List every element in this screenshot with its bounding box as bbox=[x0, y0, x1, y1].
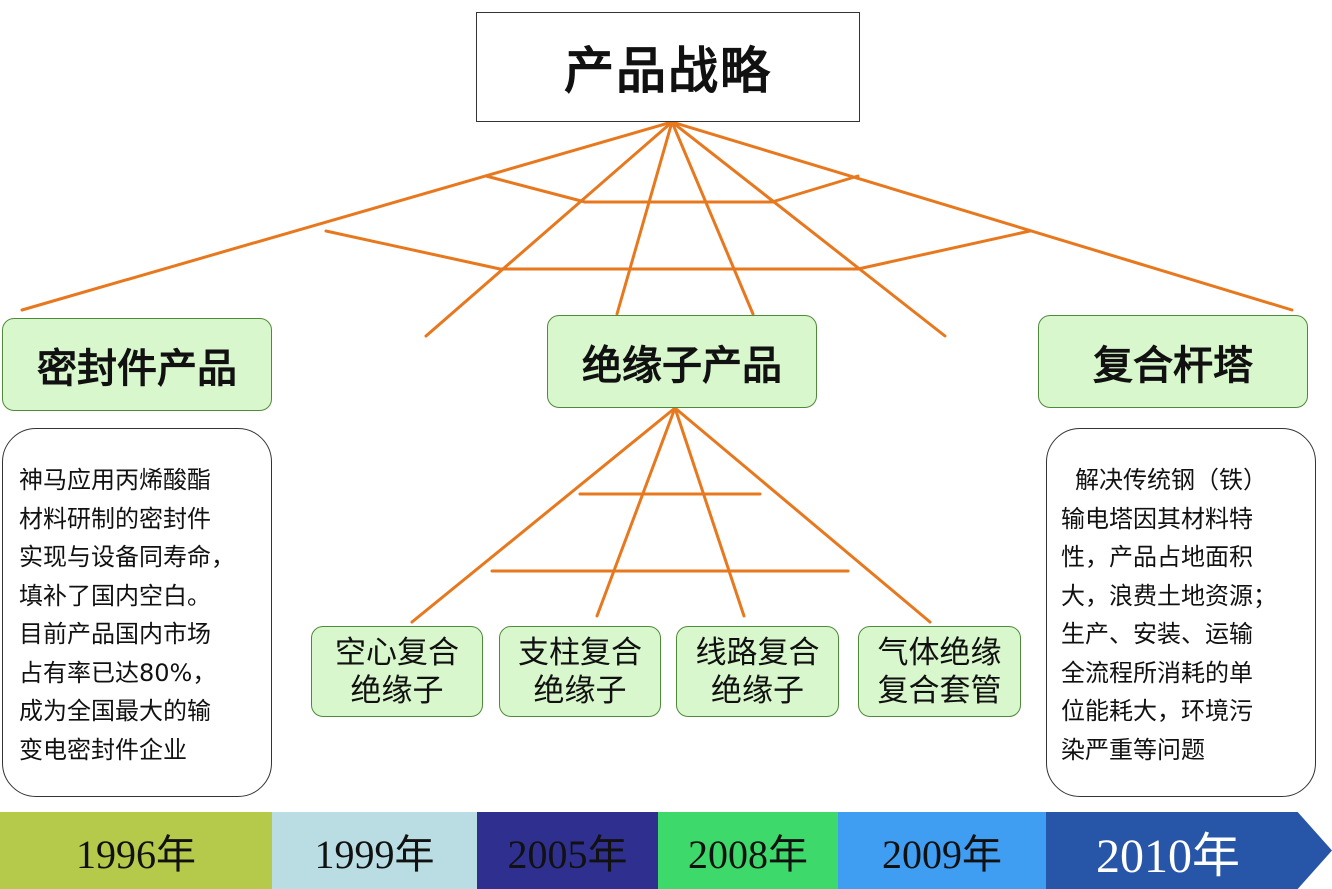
note-line: 染严重等问题 bbox=[1061, 735, 1205, 764]
timeline-label: 2005年 bbox=[507, 831, 628, 877]
note-line: 位能耗大，环境污 bbox=[1061, 697, 1253, 725]
note-line: 生产、安装、运输 bbox=[1061, 620, 1253, 648]
note-line: 填补了国内空白。 bbox=[19, 581, 211, 610]
connector-line bbox=[670, 120, 755, 316]
timeline-label: 2010年 bbox=[1096, 829, 1241, 883]
connector-line bbox=[484, 174, 587, 204]
note-line: 输电塔因其材料特 bbox=[1061, 504, 1253, 533]
connector-line bbox=[324, 229, 502, 271]
note-line: 大，浪费土地资源； bbox=[1061, 581, 1277, 610]
category-seal-products: 密封件产品 bbox=[2, 318, 272, 411]
sub-product-gas-bushing: 气体绝缘 复合套管 bbox=[858, 626, 1021, 717]
sub-product-line1: 气体绝缘 bbox=[877, 634, 1002, 671]
sub-product-line-insulator: 线路复合 绝缘子 bbox=[676, 626, 839, 717]
note-line: 神马应用丙烯酸酯 bbox=[19, 466, 211, 494]
sub-product-line2: 绝缘子 bbox=[350, 672, 444, 709]
timeline-2009: 2009年 bbox=[838, 812, 1046, 889]
connector-line bbox=[410, 406, 677, 624]
seal-description: 神马应用丙烯酸酯 材料研制的密封件 实现与设备同寿命， 填补了国内空白。 目前产… bbox=[2, 428, 272, 797]
connector-line bbox=[673, 406, 746, 618]
timeline-1996: 1996年 bbox=[0, 812, 272, 889]
connector-line bbox=[856, 229, 1032, 271]
connector-line bbox=[595, 406, 677, 618]
timeline-2008: 2008年 bbox=[658, 812, 838, 889]
category-composite-tower: 复合杆塔 bbox=[1038, 315, 1308, 408]
connector-line bbox=[615, 120, 674, 316]
note-line: 全流程所消耗的单 bbox=[1061, 658, 1253, 687]
note-line: 性，产品占地面积 bbox=[1061, 543, 1253, 571]
category-insulator-products: 绝缘子产品 bbox=[547, 315, 817, 408]
timeline-label: 1996年 bbox=[76, 831, 196, 877]
sub-product-hollow-insulator: 空心复合 绝缘子 bbox=[311, 626, 483, 717]
sub-product-line2: 绝缘子 bbox=[533, 672, 627, 709]
timeline-2010-arrow: 2010年 bbox=[1046, 812, 1332, 889]
sub-product-line1: 支柱复合 bbox=[518, 634, 642, 671]
connector-line bbox=[20, 120, 674, 312]
sub-product-post-insulator: 支柱复合 绝缘子 bbox=[499, 626, 661, 717]
note-line: 目前产品国内市场 bbox=[19, 620, 211, 648]
sub-product-line1: 空心复合 bbox=[335, 634, 459, 671]
timeline-1999: 1999年 bbox=[272, 812, 477, 889]
connector-line bbox=[770, 174, 860, 204]
timeline-label: 2009年 bbox=[882, 831, 1002, 877]
sub-product-line1: 线路复合 bbox=[695, 634, 820, 671]
connector-line bbox=[670, 120, 947, 338]
sub-product-line2: 复合套管 bbox=[877, 672, 1002, 709]
note-line: 实现与设备同寿命， bbox=[19, 543, 235, 571]
timeline-2005: 2005年 bbox=[477, 812, 658, 889]
connector-line bbox=[424, 120, 674, 338]
timeline-label: 1999年 bbox=[314, 831, 435, 877]
timeline-label: 2008年 bbox=[688, 831, 808, 877]
tower-description: 解决传统钢（铁） 输电塔因其材料特 性，产品占地面积 大，浪费土地资源； 生产、… bbox=[1046, 428, 1316, 797]
connector-line bbox=[670, 120, 1294, 312]
note-line: 成为全国最大的输 bbox=[19, 697, 211, 725]
page-title: 产品战略 bbox=[476, 12, 860, 122]
note-line: 解决传统钢（铁） bbox=[1075, 466, 1267, 494]
note-line: 变电密封件企业 bbox=[19, 735, 187, 764]
sub-product-line2: 绝缘子 bbox=[711, 672, 804, 709]
connector-line bbox=[673, 406, 932, 624]
note-line: 材料研制的密封件 bbox=[19, 504, 211, 533]
note-line: 占有率已达80%， bbox=[19, 658, 217, 687]
